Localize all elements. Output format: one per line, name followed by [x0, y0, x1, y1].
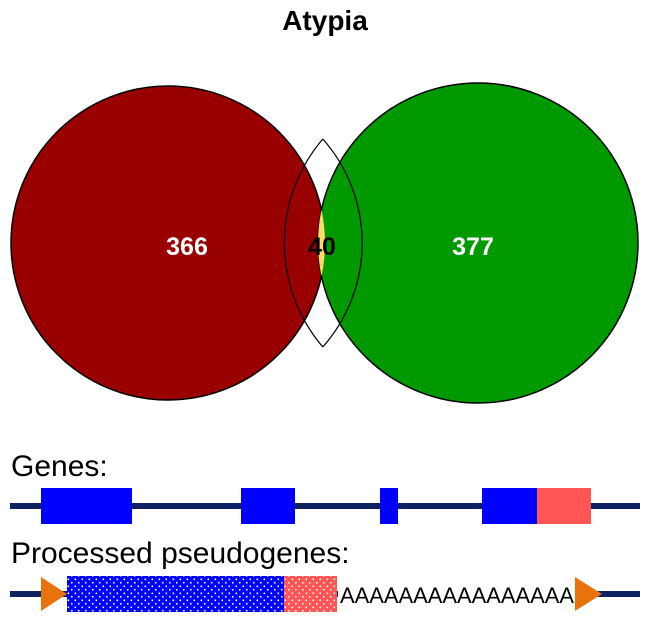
gene-exon-3	[380, 488, 398, 524]
venn-right-edge	[283, 138, 324, 348]
venn-title: Atypia	[282, 5, 368, 36]
genes-label: Genes:	[11, 450, 108, 483]
venn-left-count: 366	[166, 233, 208, 261]
gene-model	[10, 488, 640, 524]
polya-tail: AAAAAAAAAAAAAAAA	[340, 583, 574, 608]
left-repeat-arrow-icon	[41, 577, 67, 611]
gene-exon-2	[241, 488, 295, 524]
venn-left-edge	[322, 138, 363, 348]
pseudogenes-label: Processed pseudogenes:	[11, 537, 350, 570]
pseudogene-utr	[284, 576, 337, 612]
gene-utr	[537, 488, 591, 524]
right-repeat-arrow-icon	[575, 577, 602, 611]
polya-background	[338, 580, 576, 608]
pseudogene-model: AAAAAAAAAAAAAAAA	[10, 576, 640, 612]
gene-exon-4	[482, 488, 537, 524]
venn-overlap-count: 40	[308, 233, 336, 261]
venn-diagram: 366 40 377	[10, 82, 639, 404]
venn-right-count: 377	[452, 233, 494, 261]
gene-exon-1	[41, 488, 132, 524]
pseudogene-exons	[67, 576, 284, 612]
